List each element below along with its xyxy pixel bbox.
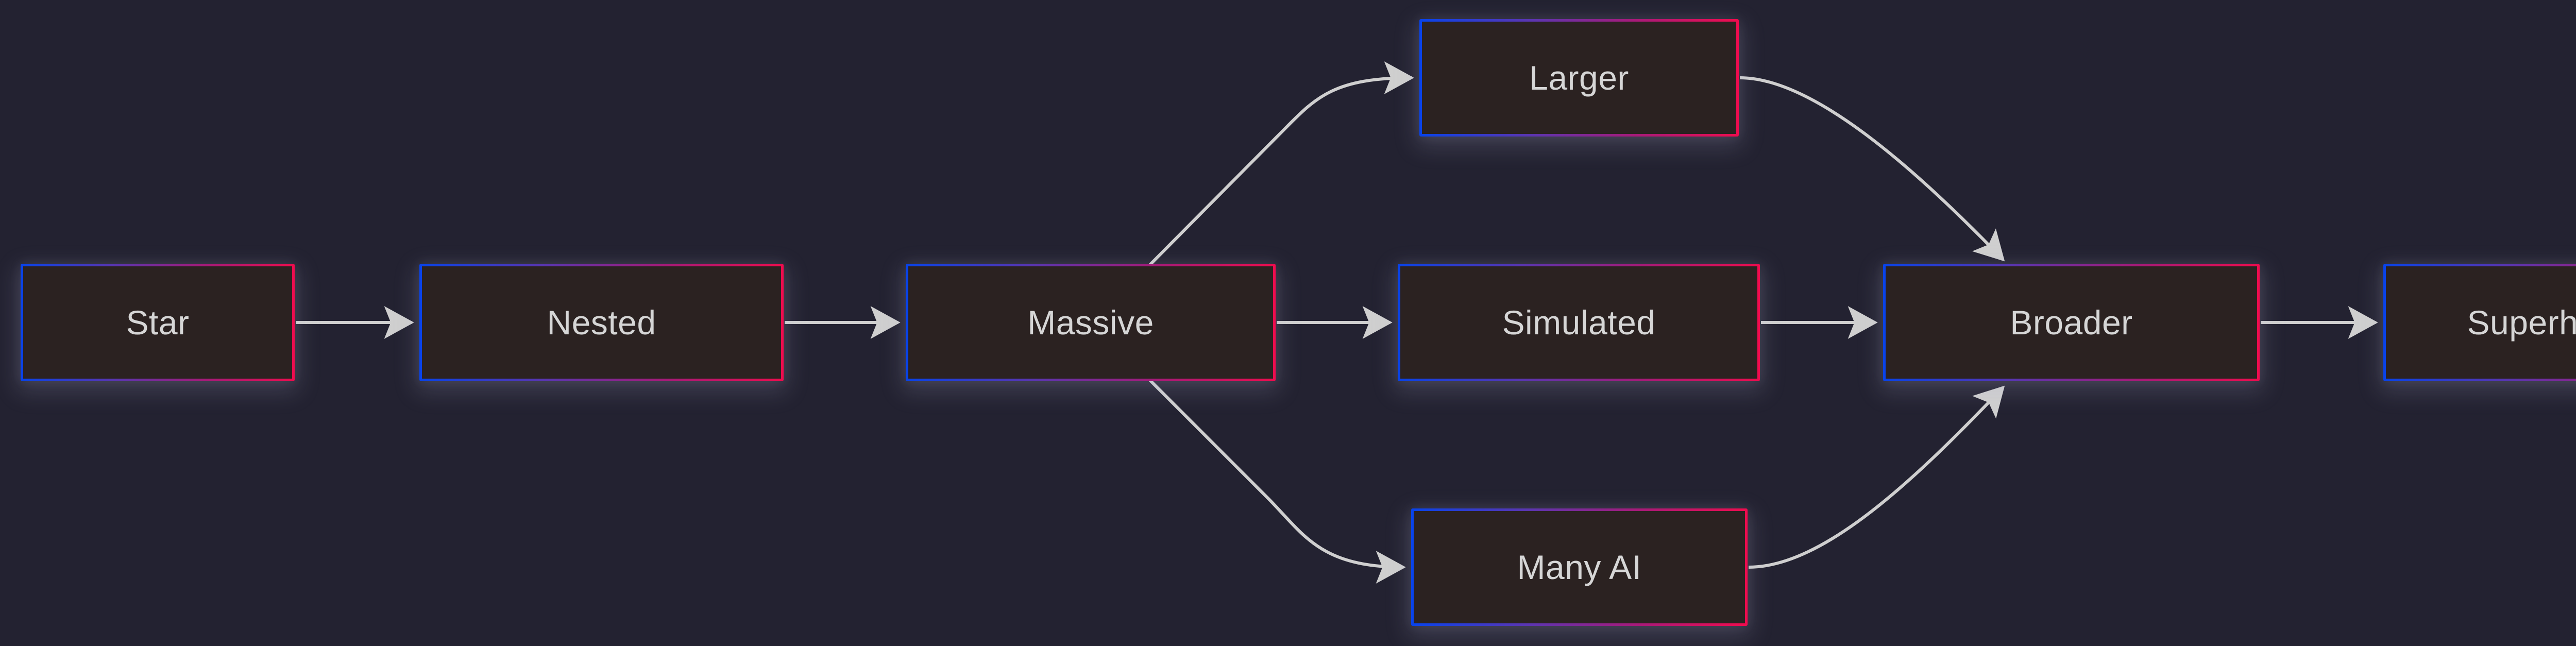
node-label: Simulated [1502,303,1656,342]
edge-larger-to-broader [1739,76,2005,262]
node-label: Massive [1027,303,1154,342]
edge-many-ai-to-broader [1748,385,2005,569]
edge-massive-to-larger [1148,61,1414,266]
node-label: Nested [547,303,656,342]
node-label: Broader [2010,303,2133,342]
node-massive: Massive [906,264,1276,381]
node-nested: Nested [419,264,784,381]
node-label: Superhuman [2467,303,2576,342]
node-label: Star [126,303,190,342]
node-star: Star [21,264,295,381]
node-simulated: Simulated [1398,264,1760,381]
node-many-ai: Many AI [1411,508,1748,626]
node-broader: Broader [1883,264,2260,381]
edge-massive-to-many-ai [1148,379,1406,584]
node-superhuman: Superhuman [2383,264,2576,381]
node-label: Larger [1529,59,1629,97]
node-label: Many AI [1517,548,1642,586]
node-larger: Larger [1419,19,1739,137]
